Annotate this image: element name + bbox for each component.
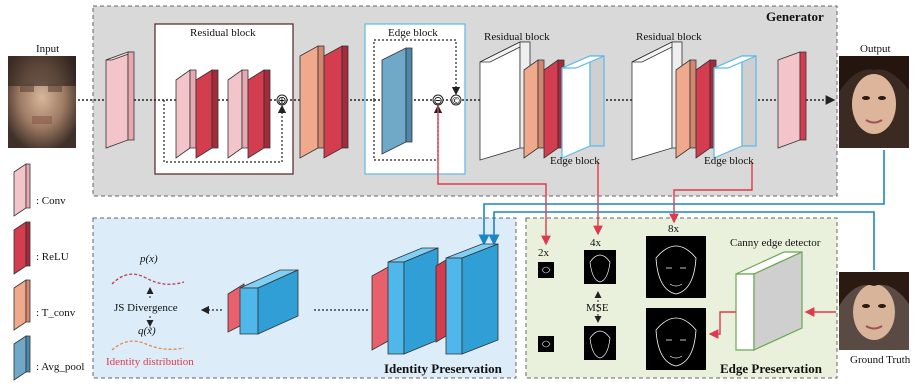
input-image (8, 56, 76, 148)
residual-layers-1 (175, 69, 271, 159)
layer-conv-final (777, 51, 807, 149)
edge-skip-bottom (373, 100, 443, 161)
legend-conv-label: : Conv (36, 195, 66, 207)
mse-label: MSE (586, 302, 609, 314)
skip-connection-1 (163, 100, 287, 163)
residual-block-label-2: Residual block (484, 31, 550, 43)
subtract-op-symbol: ⊖ (433, 94, 442, 107)
edge-arrow-8x (669, 162, 753, 224)
edge-map-2x-top (538, 262, 554, 278)
legend-tconv-label: : T_conv (36, 307, 76, 319)
output-blue-arrow (478, 150, 885, 246)
tconv-relu-layers (299, 45, 349, 159)
px-curve (111, 273, 185, 285)
legend-relu-label: : ReLU (36, 251, 69, 263)
input-label: Input (36, 43, 60, 55)
qx-label: q(x̃) (138, 325, 156, 337)
ground-truth-label: Ground Truth (850, 354, 911, 366)
relu-icon (13, 221, 31, 275)
edge-map-4x-top (584, 250, 616, 284)
scale-2x-label: 2x (538, 247, 549, 259)
concat-op (450, 94, 462, 106)
edge-arrow-2x (437, 106, 551, 246)
legend-avgpool-label: : Avg_pool (36, 361, 85, 373)
canny-to-edge-arrow (708, 311, 736, 339)
avg-pool-layer (381, 47, 413, 155)
edge-map-8x-bottom (646, 308, 706, 370)
scale-4x-label: 4x (590, 237, 601, 249)
canny-label: Canny edge detector (730, 237, 821, 249)
edge-block-label-2: Edge block (550, 155, 600, 167)
residual-block-3 (631, 41, 757, 161)
gt-blue-arrow (488, 211, 875, 270)
edge-block-label-3: Edge block (704, 155, 754, 167)
qx-curve (111, 340, 185, 351)
js-divergence-label: JS Divergence (114, 302, 178, 314)
tconv-icon (13, 279, 31, 331)
edge-block-box (364, 23, 466, 175)
residual-block-2 (479, 41, 605, 161)
output-label: Output (860, 43, 891, 55)
canny-cube (735, 251, 803, 351)
conv-icon (13, 163, 31, 217)
layer-conv-1 (105, 51, 135, 149)
edge-skip-top (373, 39, 461, 100)
add-op-symbol: ⊕ (277, 94, 286, 107)
generator-title: Generator (766, 9, 824, 24)
edge-preservation-title: Edge Preservation (720, 361, 822, 376)
edge-map-8x-top (646, 236, 706, 298)
avgpool-icon (13, 335, 31, 381)
output-image (839, 56, 909, 148)
edge-map-2x-bottom (538, 336, 554, 352)
identity-distribution-label: Identity distribution (106, 356, 194, 368)
concat-op-symbol: © (451, 96, 461, 107)
px-label: p(x) (140, 253, 158, 265)
residual-block-label-3: Residual block (636, 31, 702, 43)
residual-block-label-1: Residual block (190, 27, 256, 39)
edge-block-label-1: Edge block (388, 27, 438, 39)
identity-preservation-title: Identity Preservation (384, 361, 502, 376)
subtract-op (432, 94, 444, 106)
edge-map-4x-bottom (584, 326, 616, 360)
identity-layers (227, 243, 499, 355)
ground-truth-image (839, 272, 909, 350)
scale-8x-label: 8x (668, 223, 679, 235)
